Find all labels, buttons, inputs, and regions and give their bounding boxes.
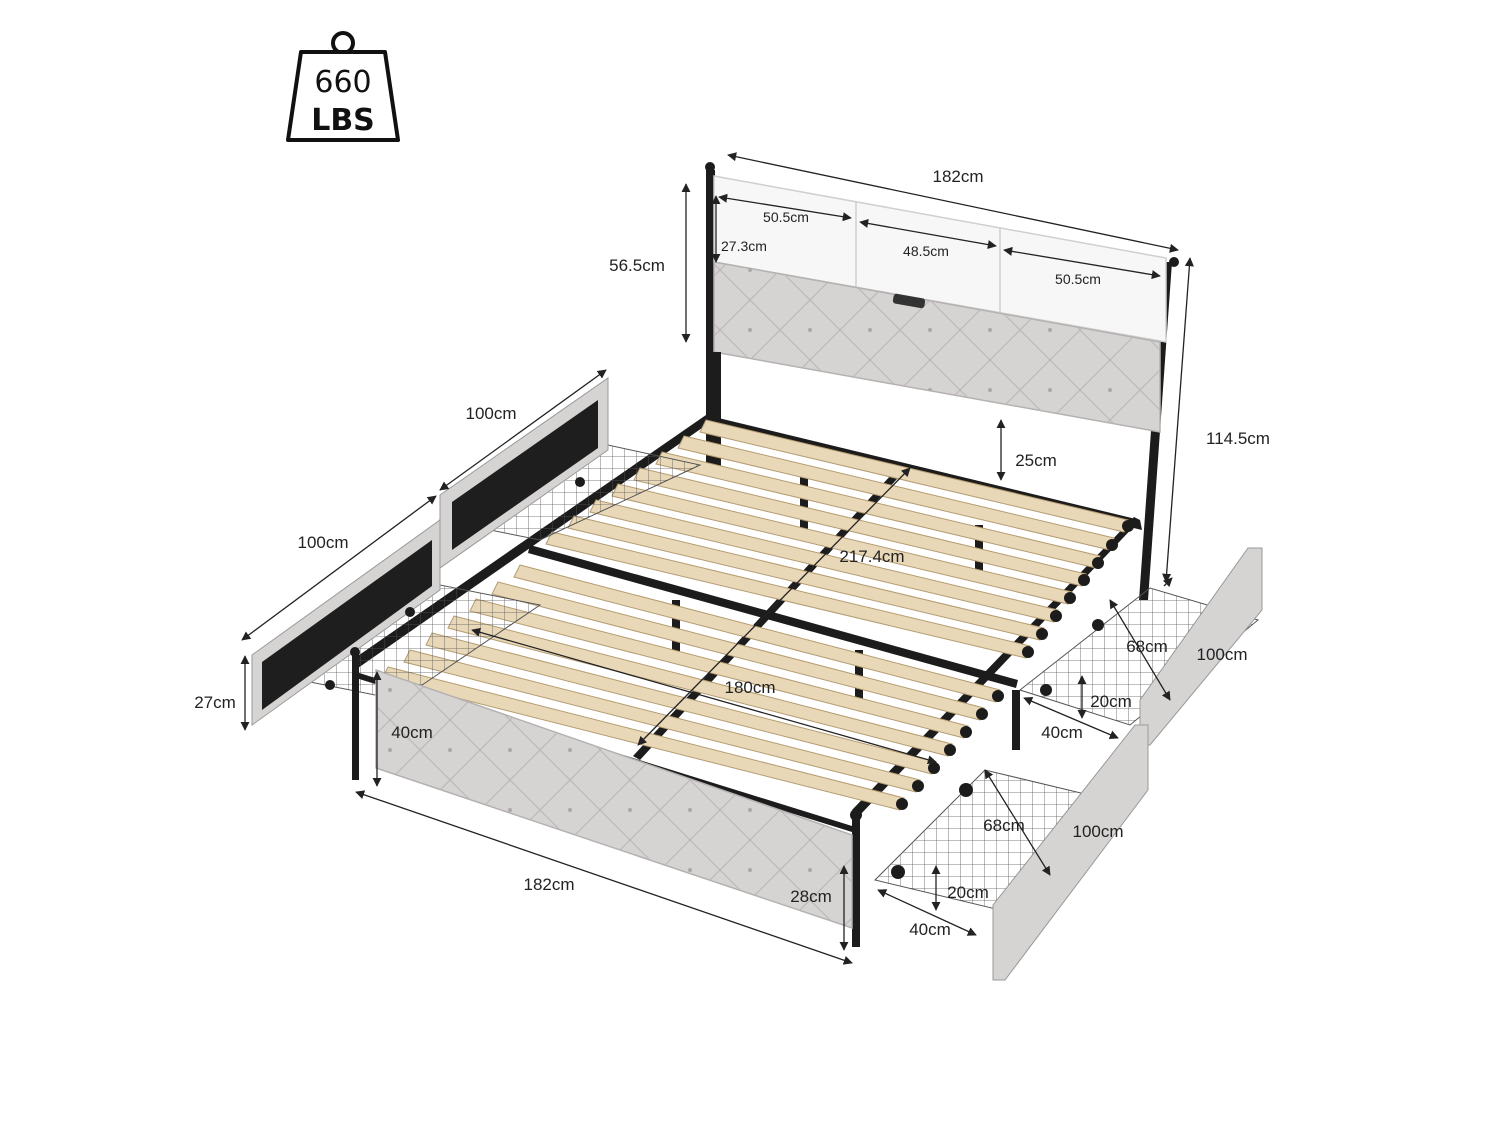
label-under-bed-clearance: 25cm (1015, 451, 1057, 470)
label-shelf-height: 27.3cm (721, 238, 767, 254)
label-right-drawer-rear-width: 40cm (1041, 723, 1083, 742)
dimension-lines (240, 152, 1194, 965)
right-drawer-front-front (992, 724, 1149, 981)
label-right-drawer-rear-depth: 68cm (1126, 637, 1168, 656)
weight-badge: 660 LBS (286, 31, 400, 142)
weight-value: 660 (314, 65, 371, 100)
label-shelf-left-width: 50.5cm (763, 209, 809, 225)
usb-port-icon (892, 293, 926, 309)
label-right-drawer-rear-length: 100cm (1196, 645, 1247, 664)
label-footboard-height: 40cm (391, 723, 433, 742)
label-right-drawer-rear-height: 20cm (1090, 692, 1132, 711)
label-drawer-front-height: 27cm (194, 693, 236, 712)
dimension-labels: 182cm 50.5cm 48.5cm 50.5cm 27.3cm 56.5cm… (194, 167, 1270, 939)
headboard-post-left (706, 170, 715, 470)
label-footboard-panel-height: 28cm (790, 887, 832, 906)
label-right-drawer-front-width: 40cm (909, 920, 951, 939)
label-headboard-width: 182cm (932, 167, 983, 186)
label-bed-length: 217.4cm (839, 547, 904, 566)
label-bed-width: 180cm (724, 678, 775, 697)
weight-unit: LBS (311, 103, 375, 138)
label-total-height: 114.5cm (1206, 429, 1270, 448)
label-shelf-right-width: 50.5cm (1055, 271, 1101, 287)
label-shelf-mid-width: 48.5cm (903, 243, 949, 259)
label-drawer-front-upper: 100cm (465, 404, 516, 423)
label-footboard-width: 182cm (523, 875, 574, 894)
label-right-drawer-front-length: 100cm (1072, 822, 1123, 841)
label-headboard-panel-height: 56.5cm (609, 256, 665, 275)
weight-icon (286, 31, 400, 142)
label-right-drawer-front-height: 20cm (947, 883, 989, 902)
label-drawer-front-lower: 100cm (297, 533, 348, 552)
label-right-drawer-front-depth: 68cm (983, 816, 1025, 835)
